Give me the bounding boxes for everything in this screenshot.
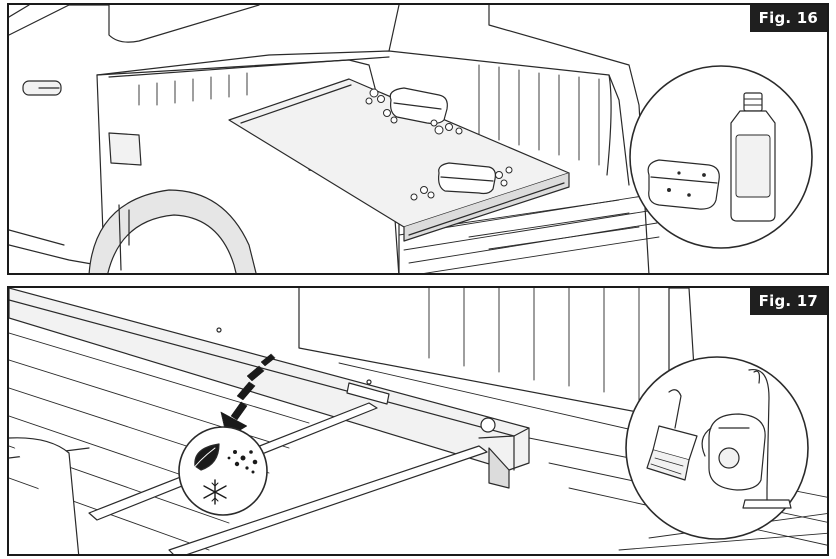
hand-brush-icon [646, 389, 698, 481]
soap-suds [365, 88, 513, 201]
truck-bed-cleaning-scene [9, 5, 813, 273]
leaf-icon [188, 443, 220, 475]
cleaning-supplies-callout [629, 65, 813, 249]
fuel-door [108, 132, 142, 166]
sponge [389, 87, 496, 195]
figure-16-panel: Fig. 16 [7, 3, 829, 275]
dirt-particles-icon [227, 450, 258, 474]
figure-17-panel: Fig. 17 [7, 286, 829, 556]
wheel-well [9, 437, 80, 554]
figure-label: Fig. 16 [749, 5, 827, 32]
figure-label: Fig. 17 [749, 288, 827, 315]
sponge-icon [647, 159, 720, 210]
vacuum-cleaner-icon [701, 368, 792, 509]
rail-roller [480, 417, 496, 433]
bed-front-wall [96, 5, 650, 273]
debris-badge [178, 426, 268, 516]
rail-cleaning-scene [9, 288, 827, 554]
cover-rail [9, 288, 530, 489]
snowflake-icon [203, 479, 227, 505]
cleaner-bottle-icon [730, 92, 776, 222]
cleaning-tools-callout [625, 356, 809, 540]
